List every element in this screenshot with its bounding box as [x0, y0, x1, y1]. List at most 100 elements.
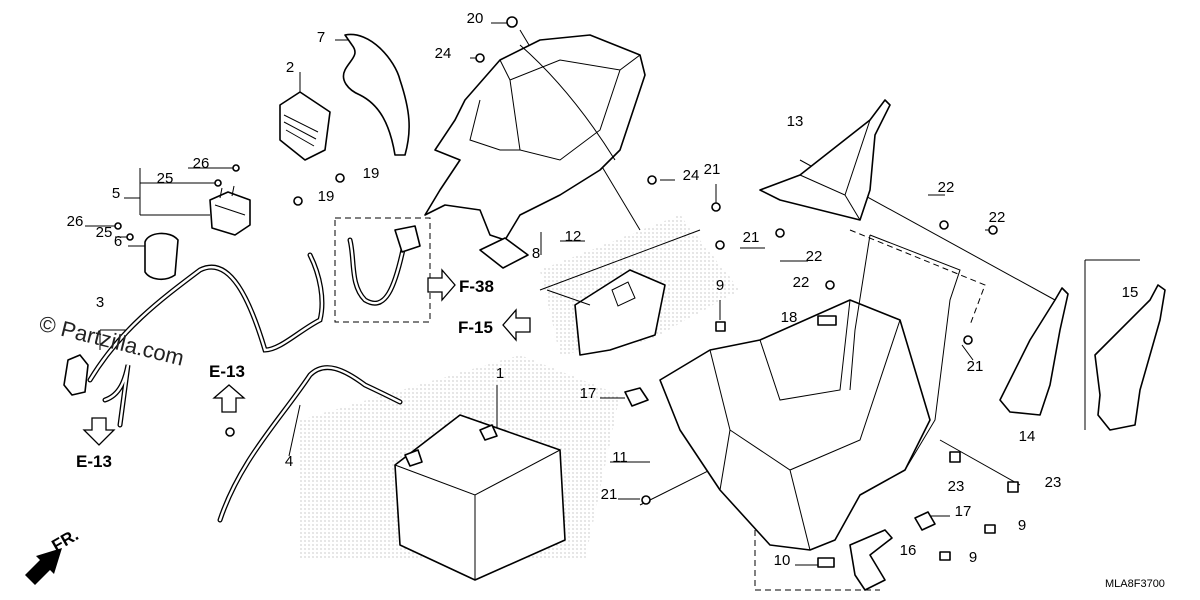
part-13-panel	[759, 99, 891, 221]
part-1-battery	[394, 414, 566, 581]
callout-c24b: 24	[683, 167, 700, 184]
callout-c17a: 17	[580, 385, 597, 402]
nut-23b	[1007, 481, 1019, 493]
callout-c20: 20	[467, 10, 484, 27]
fuse-25b	[126, 233, 134, 241]
reference-labels: F-38F-15E-13E-13	[76, 277, 494, 471]
callout-c14: 14	[1019, 428, 1036, 445]
fastener-22c	[775, 228, 785, 238]
part-5-fuse-detail	[214, 185, 246, 216]
callout-labels: 1234567899910111213141516171718191920212…	[67, 10, 1139, 569]
part-1-terminal-neg	[479, 424, 498, 441]
nut-9a	[715, 321, 726, 332]
cable-negative-inner	[88, 253, 324, 382]
fastener-e13	[225, 427, 235, 437]
bracket-frame	[849, 234, 961, 471]
callout-c19b: 19	[363, 165, 380, 182]
callout-c21b: 21	[743, 229, 760, 246]
fastener-22b	[988, 225, 998, 235]
reference-r1: F-38	[459, 277, 494, 296]
callout-c25b: 25	[96, 224, 113, 241]
fastener-21b	[715, 240, 725, 250]
part-1-terminal-pos	[404, 449, 423, 467]
part-14-panel	[999, 287, 1069, 416]
watermark: © Partzilla.com	[37, 311, 187, 371]
callout-c2: 2	[286, 59, 294, 76]
callout-c21a: 21	[704, 161, 721, 178]
cushion-18	[817, 315, 837, 326]
side-cover-recess	[611, 281, 636, 307]
callout-c17b: 17	[955, 503, 972, 520]
fuse-26a	[232, 164, 240, 172]
group-box-14	[849, 229, 986, 326]
callout-c13: 13	[787, 113, 804, 130]
nut-23a	[949, 451, 961, 463]
callout-c4: 4	[285, 453, 293, 470]
cushion-10	[817, 557, 835, 568]
arrow-f38	[427, 268, 456, 302]
callout-c8: 8	[532, 245, 540, 262]
fuse-25a	[214, 179, 222, 187]
fastener-21d	[641, 495, 651, 505]
callout-c19a: 19	[318, 188, 335, 205]
drawing-code: MLA8F3700	[1105, 578, 1165, 590]
part-12-box	[424, 34, 646, 241]
fastener-22a	[939, 220, 949, 230]
nut-9c	[939, 551, 951, 561]
part-12-strap	[519, 44, 616, 161]
part-2-relay-ribs	[283, 114, 319, 147]
group-box-relay	[334, 217, 431, 323]
callout-c9c: 9	[969, 549, 977, 566]
arrow-e13-up	[212, 384, 246, 413]
callout-c26a: 26	[193, 155, 210, 172]
callout-c9b: 9	[1018, 517, 1026, 534]
part-6-cover	[144, 232, 179, 281]
fastener-22d	[825, 280, 835, 290]
callout-c3: 3	[96, 294, 104, 311]
arrow-front	[25, 548, 62, 585]
callout-c9a: 9	[716, 277, 724, 294]
nut-9b	[984, 524, 996, 534]
fastener-24a	[475, 53, 485, 63]
callout-c15: 15	[1122, 284, 1139, 301]
callout-c23b: 23	[1045, 474, 1062, 491]
reference-r4: E-13	[76, 452, 112, 471]
part-15-panel	[1094, 284, 1166, 431]
relay-harness-inner	[348, 238, 407, 305]
part-5-fuse-box	[209, 191, 251, 236]
callout-c1: 1	[496, 365, 504, 382]
part-7-cover	[342, 33, 410, 156]
grommet-17a	[624, 387, 649, 407]
cable-negative	[87, 252, 325, 383]
part-8-label	[479, 237, 529, 269]
fastener-19a	[293, 196, 303, 206]
callout-c26b: 26	[67, 213, 84, 230]
callout-c24a: 24	[435, 45, 452, 62]
part-12-rim	[469, 54, 641, 161]
fastener-19b	[335, 173, 345, 183]
callout-c16: 16	[900, 542, 917, 559]
callout-c23a: 23	[948, 478, 965, 495]
callout-c22a: 22	[938, 179, 955, 196]
callout-c25a: 25	[157, 170, 174, 187]
arrow-e13-down	[82, 417, 116, 446]
cable-lower-inner	[103, 364, 130, 427]
part-3-clamp	[63, 354, 89, 396]
reference-r2: F-15	[458, 318, 493, 337]
fuse-26b	[114, 222, 122, 230]
fasteners	[114, 16, 1019, 568]
part-16-bracket	[849, 529, 893, 591]
callout-c7: 7	[317, 29, 325, 46]
cable-positive-inner	[218, 366, 402, 522]
part-13-ribs	[799, 119, 871, 221]
callout-c18: 18	[781, 309, 798, 326]
callout-c12: 12	[565, 228, 582, 245]
grommet-17b	[914, 511, 936, 531]
fastener-21c	[963, 335, 973, 345]
callout-c6: 6	[114, 233, 122, 250]
fastener-24b	[647, 175, 657, 185]
callout-c21d: 21	[601, 486, 618, 503]
fastener-21a	[711, 202, 721, 212]
callout-c22b: 22	[989, 209, 1006, 226]
